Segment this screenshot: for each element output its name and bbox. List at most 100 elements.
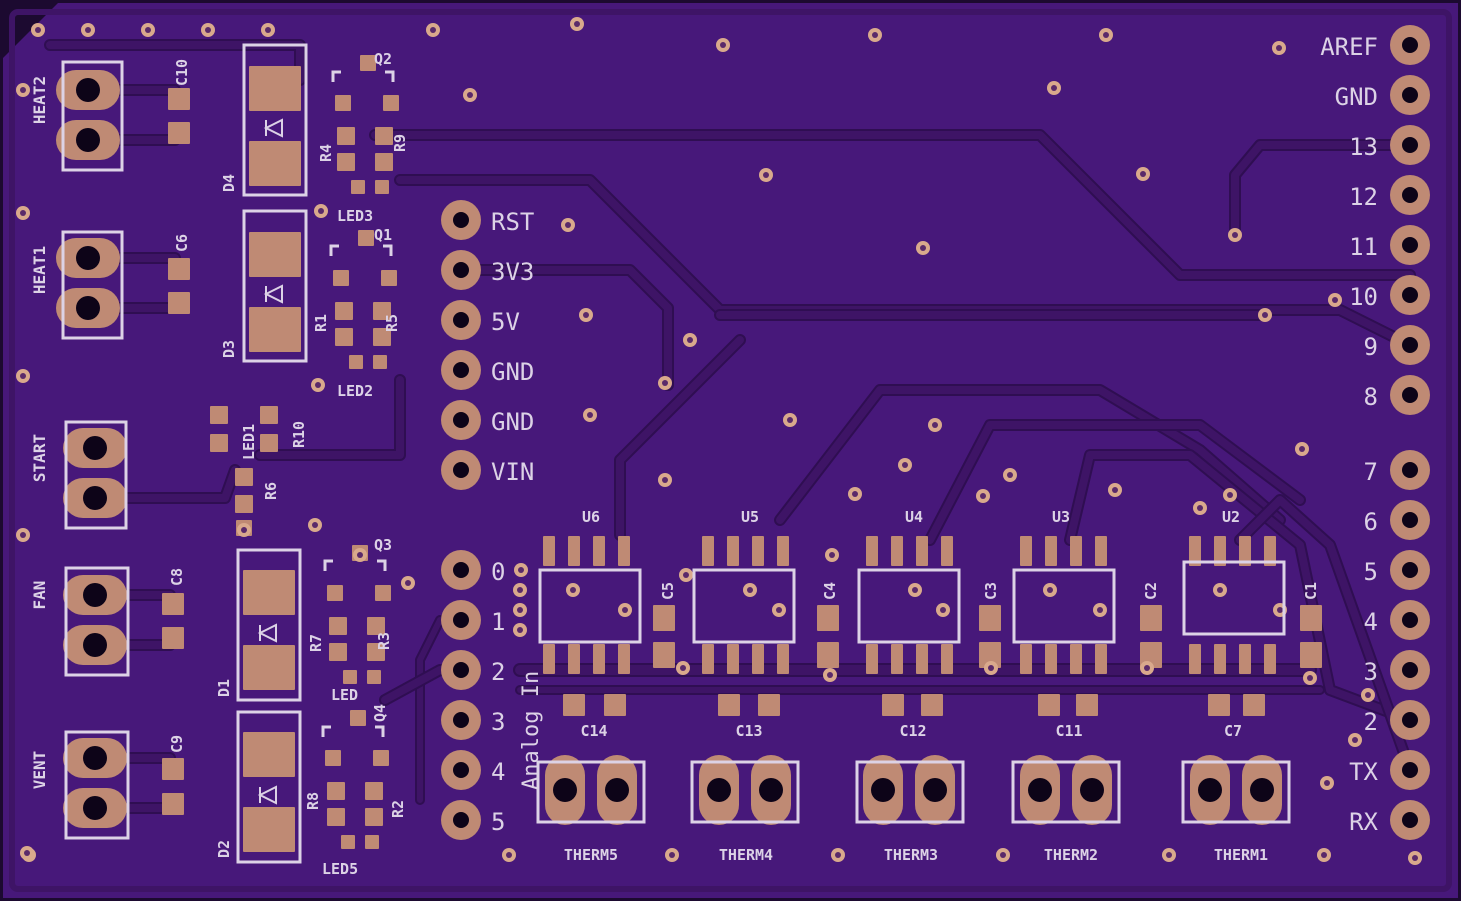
diode-label-d2: D2 — [215, 840, 233, 858]
cap-pad-7 — [162, 793, 184, 815]
digital-label-6: 6 — [1364, 508, 1378, 536]
d3-silk-symbol — [263, 284, 283, 304]
digital-label-10: 10 — [1349, 283, 1378, 311]
decoupling-cap-0-pad-b — [653, 642, 675, 668]
resistor-label-r6: R6 — [262, 482, 280, 500]
trace-3v3 — [456, 266, 672, 389]
q1-cluster-r-pad-2 — [373, 302, 391, 320]
analog-pin-hole-4 — [453, 762, 469, 778]
d1-silk-outline — [236, 548, 302, 702]
q2-cluster-led-pad-2 — [375, 180, 389, 194]
u5-pin-top-1 — [727, 536, 739, 566]
cap-label-c1: C1 — [1302, 582, 1320, 600]
via-drill-33 — [1007, 472, 1013, 478]
q1-cluster-led-pad-2 — [373, 355, 387, 369]
digital-high-pin-hole-7 — [1402, 387, 1418, 403]
digital-low-pin-hole-4 — [1402, 662, 1418, 678]
q2-cluster-q-pad-top — [360, 55, 376, 71]
via-drill-67 — [1352, 737, 1358, 743]
via-drill-6 — [574, 21, 580, 27]
bypass-cap-4-pad-b — [1243, 694, 1265, 716]
via-drill-23 — [20, 373, 26, 379]
heat1-outline — [61, 230, 124, 340]
therm-outline-2 — [855, 760, 965, 824]
bypass-cap-0-pad-a — [563, 694, 585, 716]
via-drill-12 — [467, 92, 473, 98]
q4-cluster-r-pad-2 — [365, 782, 383, 800]
trace-u5 — [776, 386, 1284, 524]
via-drill-42 — [312, 522, 318, 528]
led-label-led5: LED5 — [322, 860, 358, 878]
q4-cluster-led-pad-2 — [365, 835, 379, 849]
led1-pad-2 — [210, 434, 228, 452]
resistor-label-r9: R9 — [391, 134, 409, 152]
vent-terminal-hole-a — [83, 746, 107, 770]
decoupling-cap-1-pad-a — [817, 605, 839, 631]
u6-pin-bot-1 — [568, 644, 580, 674]
therm1-hole-a — [1198, 778, 1222, 802]
q3-cluster-r-pad-1 — [329, 617, 347, 635]
therm-label-4: THERM4 — [719, 846, 773, 864]
vent-outline — [64, 730, 130, 840]
resistor-label-r8: R8 — [304, 792, 322, 810]
power-pin-hole-3 — [453, 362, 469, 378]
transistor-bracket-3 — [321, 725, 385, 737]
therm5-hole-a — [553, 778, 577, 802]
transistor-bracket-1 — [329, 244, 393, 256]
cap-pad-1 — [168, 122, 190, 144]
analog-label-3: 3 — [491, 708, 505, 736]
digital-high-pin-hole-1 — [1402, 87, 1418, 103]
digital-label-3: 3 — [1364, 658, 1378, 686]
via-drill-24 — [315, 382, 321, 388]
transistor-bracket-2 — [323, 559, 387, 571]
ic-body-3 — [1012, 568, 1116, 644]
via-drill-60 — [1277, 607, 1283, 613]
resistor-label-r1: R1 — [312, 314, 330, 332]
via-drill-39 — [1227, 492, 1233, 498]
via-drill-16 — [565, 222, 571, 228]
resistor-label-r5: R5 — [383, 314, 401, 332]
bypass-cap-0-pad-b — [604, 694, 626, 716]
u4-pin-top-2 — [916, 536, 928, 566]
cap-label-c6: C6 — [173, 234, 191, 252]
cap-label-c7: C7 — [1224, 722, 1242, 740]
q3-cluster-r-pad-4 — [367, 643, 385, 661]
via-drill-50 — [622, 607, 628, 613]
analog-label-2: 2 — [491, 658, 505, 686]
via-drill-45 — [518, 567, 524, 573]
via-drill-70 — [24, 850, 30, 856]
r10-pad-2 — [260, 434, 278, 452]
digital-high-pin-hole-2 — [1402, 137, 1418, 153]
digital-label-gnd: GND — [1335, 83, 1378, 111]
u2-pin-top-2 — [1239, 536, 1251, 566]
via-drill-10 — [1276, 45, 1282, 51]
via-drill-76 — [1321, 852, 1327, 858]
u4-pin-bot-1 — [891, 644, 903, 674]
via-drill-46 — [517, 587, 523, 593]
connector-label-start: START — [30, 434, 49, 482]
bypass-cap-3-pad-b — [1076, 694, 1098, 716]
via-drill-38 — [1197, 505, 1203, 511]
q2-cluster-r-pad-1 — [337, 127, 355, 145]
power-label-rst: RST — [491, 208, 534, 236]
q2-cluster-q-pad-right — [383, 95, 399, 111]
u2-pin-bot-3 — [1264, 644, 1276, 674]
digital-label-12: 12 — [1349, 183, 1378, 211]
d1-pad-b — [243, 645, 295, 690]
via-drill-74 — [1000, 852, 1006, 858]
via-drill-68 — [1324, 780, 1330, 786]
ic-label-u3: U3 — [1052, 508, 1070, 526]
u6-pin-bot-2 — [593, 644, 605, 674]
digital-high-pin-hole-0 — [1402, 37, 1418, 53]
cap-label-c2: C2 — [1142, 582, 1160, 600]
d2-pad-b — [243, 807, 295, 852]
decoupling-cap-4-pad-a — [1300, 605, 1322, 631]
q3-cluster-q-pad-right — [375, 585, 391, 601]
decoupling-cap-4-pad-b — [1300, 642, 1322, 668]
transistor-label-q4: Q4 — [371, 704, 389, 722]
via-drill-40 — [20, 532, 26, 538]
trace-u6 — [616, 336, 744, 539]
via-drill-73 — [835, 852, 841, 858]
connector-label-heat1: HEAT1 — [30, 246, 49, 294]
u3-pin-top-1 — [1045, 536, 1057, 566]
